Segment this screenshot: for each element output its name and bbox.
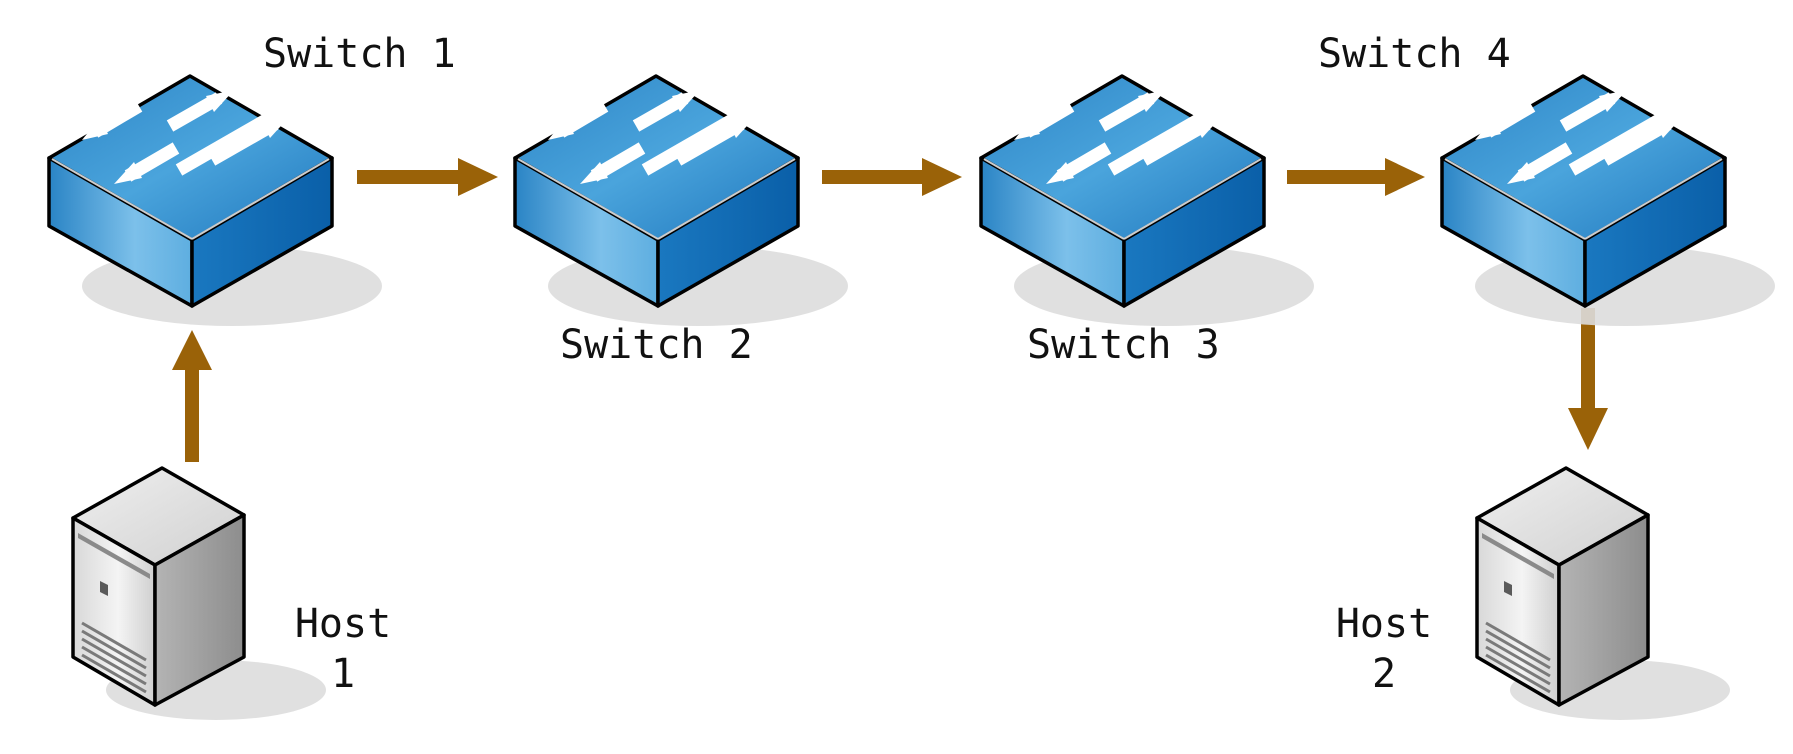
network-switch-icon — [49, 76, 382, 326]
switch-1-label: Switch 1 — [263, 31, 456, 77]
switch-3-label: Switch 3 — [1027, 322, 1220, 368]
switch-4[interactable]: Switch 4 — [1318, 31, 1775, 326]
network-switch-icon — [1442, 76, 1775, 326]
host-1[interactable]: Host 1 — [71, 466, 391, 722]
host-2[interactable]: Host 2 — [1336, 466, 1732, 722]
link-switch4-host2 — [1568, 308, 1608, 450]
host-1-label-line2: 1 — [331, 651, 355, 697]
link-switch3-switch4 — [1287, 158, 1425, 196]
host-2-label-line1: Host — [1336, 601, 1432, 647]
server-tower-icon — [71, 466, 328, 722]
switch-3[interactable]: Switch 3 — [981, 76, 1314, 368]
link-host1-switch1 — [172, 330, 212, 462]
link-switch1-switch2 — [357, 158, 498, 196]
switch-2-label: Switch 2 — [560, 322, 753, 368]
switch-4-label: Switch 4 — [1318, 31, 1511, 77]
network-switch-icon — [515, 76, 848, 326]
switch-2[interactable]: Switch 2 — [515, 76, 848, 368]
network-switch-icon — [981, 76, 1314, 326]
link-switch2-switch3 — [822, 158, 962, 196]
server-tower-icon — [1475, 466, 1732, 722]
switch-1[interactable]: Switch 1 — [49, 31, 456, 326]
host-1-label-line1: Host — [295, 601, 391, 647]
host-2-label-line2: 2 — [1372, 651, 1396, 697]
